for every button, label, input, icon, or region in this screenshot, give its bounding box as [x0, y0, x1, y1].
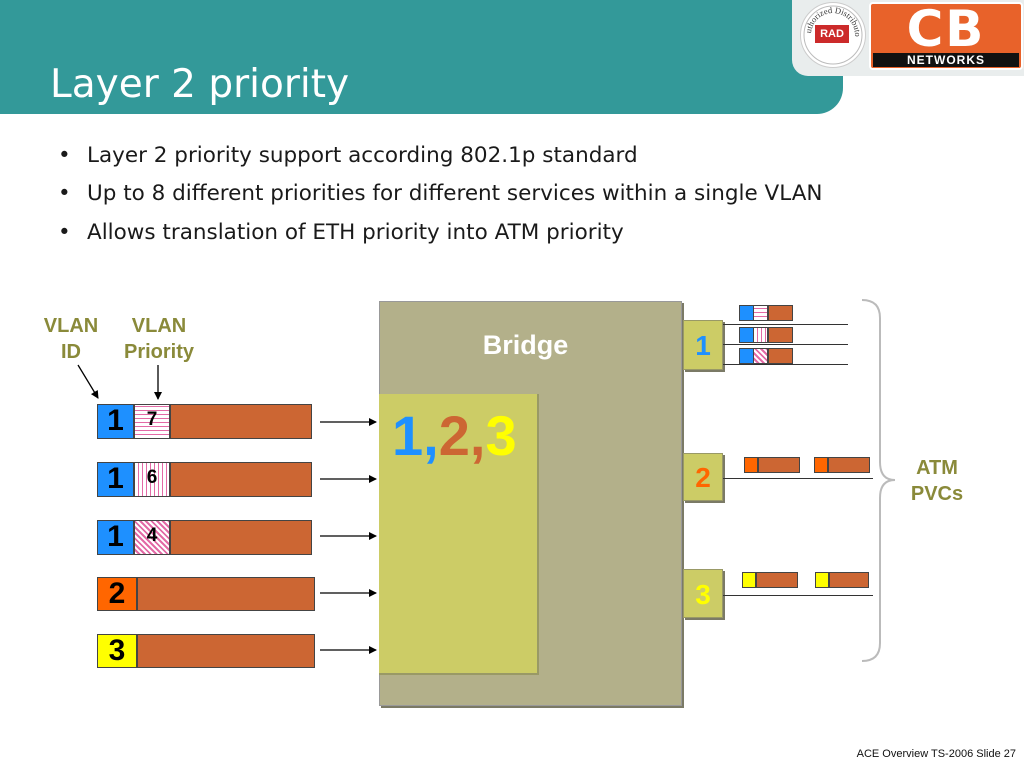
- atm-cell-vlan-tag: [742, 572, 756, 588]
- atm-cell-payload: [756, 572, 798, 588]
- vlan-id-pointer-arrow: [77, 364, 99, 399]
- atm-cell-payload: [828, 457, 870, 473]
- atm-cell-vlan-tag: [814, 457, 828, 473]
- vlan-list-separator: ,: [469, 404, 486, 467]
- bullet-item-3: • Allows translation of ETH priority into…: [58, 220, 624, 245]
- frame-3-payload: [170, 520, 312, 555]
- atm-cell-payload: [758, 457, 800, 473]
- rad-logo: RAD: [815, 25, 849, 43]
- annotation-line: ATM: [916, 457, 958, 479]
- pvc-wire: [723, 478, 873, 479]
- annotation-line: VLAN: [131, 315, 187, 337]
- frame-5-vlan-id: 3: [97, 634, 137, 668]
- cb-logo-text: CB: [906, 0, 986, 58]
- bullet-dot: •: [58, 181, 71, 206]
- annotation-line: ID: [61, 341, 81, 363]
- frame-1-vlan-id: 1: [97, 404, 134, 439]
- annotation-line: PVCs: [910, 483, 964, 505]
- atm-cell-vlan-tag: [744, 457, 758, 473]
- atm-cell-priority-7: [754, 305, 768, 321]
- frame-3-priority: 4: [134, 520, 170, 555]
- vlan-set-box: [379, 394, 539, 675]
- atm-pvcs-brace: [861, 299, 896, 662]
- bullet-text: Allows translation of ETH priority into …: [87, 220, 624, 245]
- atm-cell-vlan-tag: [739, 327, 754, 343]
- atm-cell-priority-4: [754, 348, 768, 364]
- vlan-list-separator: ,: [423, 404, 439, 467]
- frame-1-priority: 7: [134, 404, 170, 439]
- pvc-wire: [723, 324, 848, 325]
- atm-cell-payload: [768, 305, 793, 321]
- atm-cell-payload: [768, 348, 793, 364]
- annotation-line: Priority: [123, 341, 195, 363]
- atm-cell-vlan-tag: [739, 348, 754, 364]
- atm-cell-payload: [829, 572, 869, 588]
- port-1: 1: [683, 320, 723, 370]
- networks-logo-text: NETWORKS: [873, 53, 1019, 67]
- frame-4-vlan-id: 2: [97, 577, 137, 611]
- port-2: 2: [683, 453, 723, 501]
- atm-cell-priority-6: [754, 327, 768, 343]
- port-3: 3: [683, 569, 723, 618]
- bridge-vlan-list: 1,2,3: [392, 404, 517, 468]
- bullet-item-1: • Layer 2 priority support according 802.…: [58, 143, 638, 168]
- frame-1-payload: [170, 404, 312, 439]
- annotation-line: VLAN: [43, 315, 99, 337]
- vlan-list-2: 2: [438, 404, 470, 467]
- atm-pvcs-annotation: ATM PVCs: [895, 455, 979, 507]
- bullet-item-2: • Up to 8 different priorities for differ…: [58, 181, 823, 206]
- title-band: [0, 0, 843, 114]
- vlan-list-3: 3: [485, 404, 517, 467]
- pvc-wire: [723, 364, 848, 365]
- frame-5-payload: [137, 634, 315, 668]
- frame-3-vlan-id: 1: [97, 520, 134, 555]
- vlan-list-1: 1: [392, 404, 424, 467]
- bullet-text: Up to 8 different priorities for differe…: [87, 181, 823, 206]
- pvc-wire: [723, 595, 873, 596]
- vlan-priority-annotation: VLAN Priority: [112, 313, 206, 365]
- frame-2-priority: 6: [134, 462, 170, 497]
- bullet-text: Layer 2 priority support according 802.1…: [87, 143, 638, 168]
- frame-2-vlan-id: 1: [97, 462, 134, 497]
- bullet-dot: •: [58, 143, 71, 168]
- atm-cell-payload: [768, 327, 793, 343]
- frame-2-payload: [170, 462, 312, 497]
- vlan-id-annotation: VLAN ID: [36, 313, 106, 365]
- frame-4-payload: [137, 577, 315, 611]
- bullet-dot: •: [58, 220, 71, 245]
- bridge-label: Bridge: [482, 330, 569, 360]
- atm-cell-vlan-tag: [739, 305, 754, 321]
- pvc-wire: [723, 344, 848, 345]
- page-title: Layer 2 priority: [50, 62, 350, 107]
- slide-footer: ACE Overview TS-2006 Slide 27: [856, 748, 1016, 760]
- atm-cell-vlan-tag: [815, 572, 829, 588]
